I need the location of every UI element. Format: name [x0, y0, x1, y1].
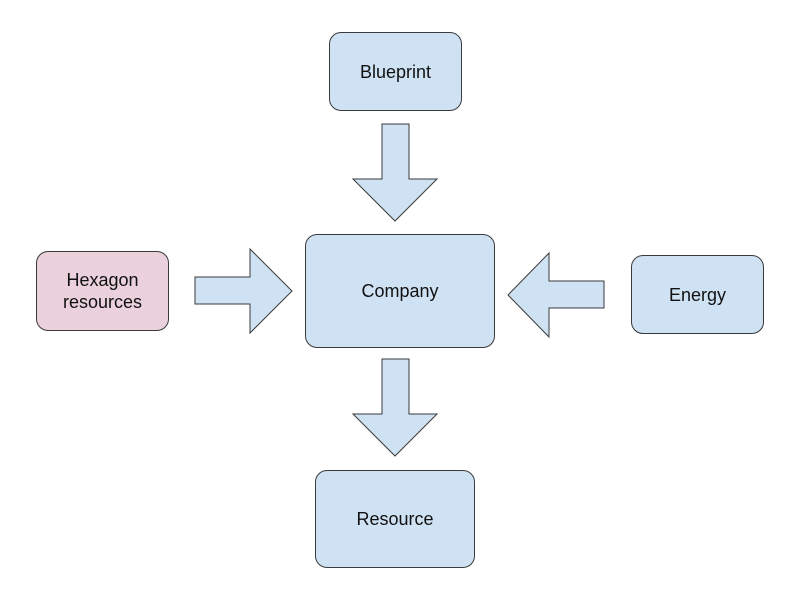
company-node: Company: [305, 234, 495, 348]
arrow-company-to-resource: [351, 358, 439, 457]
hexagon-resources-node: Hexagon resources: [36, 251, 169, 331]
arrow-energy-to-company: [507, 251, 605, 339]
hexagon-resources-label: Hexagon resources: [62, 270, 143, 312]
blueprint-node: Blueprint: [329, 32, 462, 111]
arrow-hexagon-to-company: [194, 247, 293, 335]
company-label: Company: [361, 281, 439, 301]
resource-node: Resource: [315, 470, 475, 568]
energy-node: Energy: [631, 255, 764, 334]
energy-label: Energy: [668, 284, 727, 305]
resource-label: Resource: [356, 509, 434, 529]
arrow-blueprint-to-company: [351, 123, 439, 222]
blueprint-label: Blueprint: [359, 61, 432, 82]
